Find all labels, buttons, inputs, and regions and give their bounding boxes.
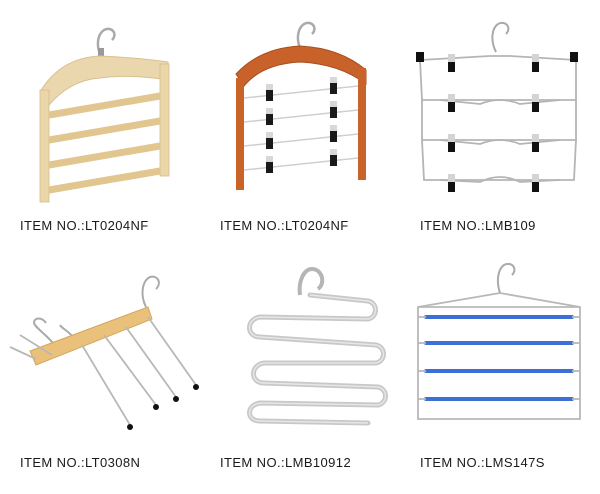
item-number-label: ITEM NO.:LMB109: [420, 218, 536, 233]
item-number-label: ITEM NO.:LMS147S: [420, 455, 545, 470]
product-card[interactable]: ITEM NO.:LMB10912: [200, 237, 400, 484]
product-card[interactable]: ITEM NO.:LT0204NF: [200, 0, 400, 247]
metal-four-tier-clip-hanger-icon[interactable]: [400, 0, 600, 210]
four-bar-metal-hanger-icon[interactable]: [400, 237, 600, 447]
s-shape-pants-hanger-icon[interactable]: [200, 237, 400, 447]
item-number-label: ITEM NO.:LT0204NF: [220, 218, 349, 233]
product-card[interactable]: ITEM NO.:LMS147S: [400, 237, 600, 484]
item-number-label: ITEM NO.:LMB10912: [220, 455, 352, 470]
swing-arm-pants-hanger-icon[interactable]: [0, 237, 200, 447]
item-number-label: ITEM NO.:LT0204NF: [20, 218, 149, 233]
product-card[interactable]: ITEM NO.:LT0308N: [0, 237, 200, 484]
item-number-label: ITEM NO.:LT0308N: [20, 455, 141, 470]
product-card[interactable]: ITEM NO.:LMB109: [400, 0, 600, 247]
wooden-four-bar-hanger-icon[interactable]: [0, 0, 200, 210]
wooden-clip-hanger-icon[interactable]: [200, 0, 400, 210]
product-card[interactable]: ITEM NO.:LT0204NF: [0, 0, 200, 247]
